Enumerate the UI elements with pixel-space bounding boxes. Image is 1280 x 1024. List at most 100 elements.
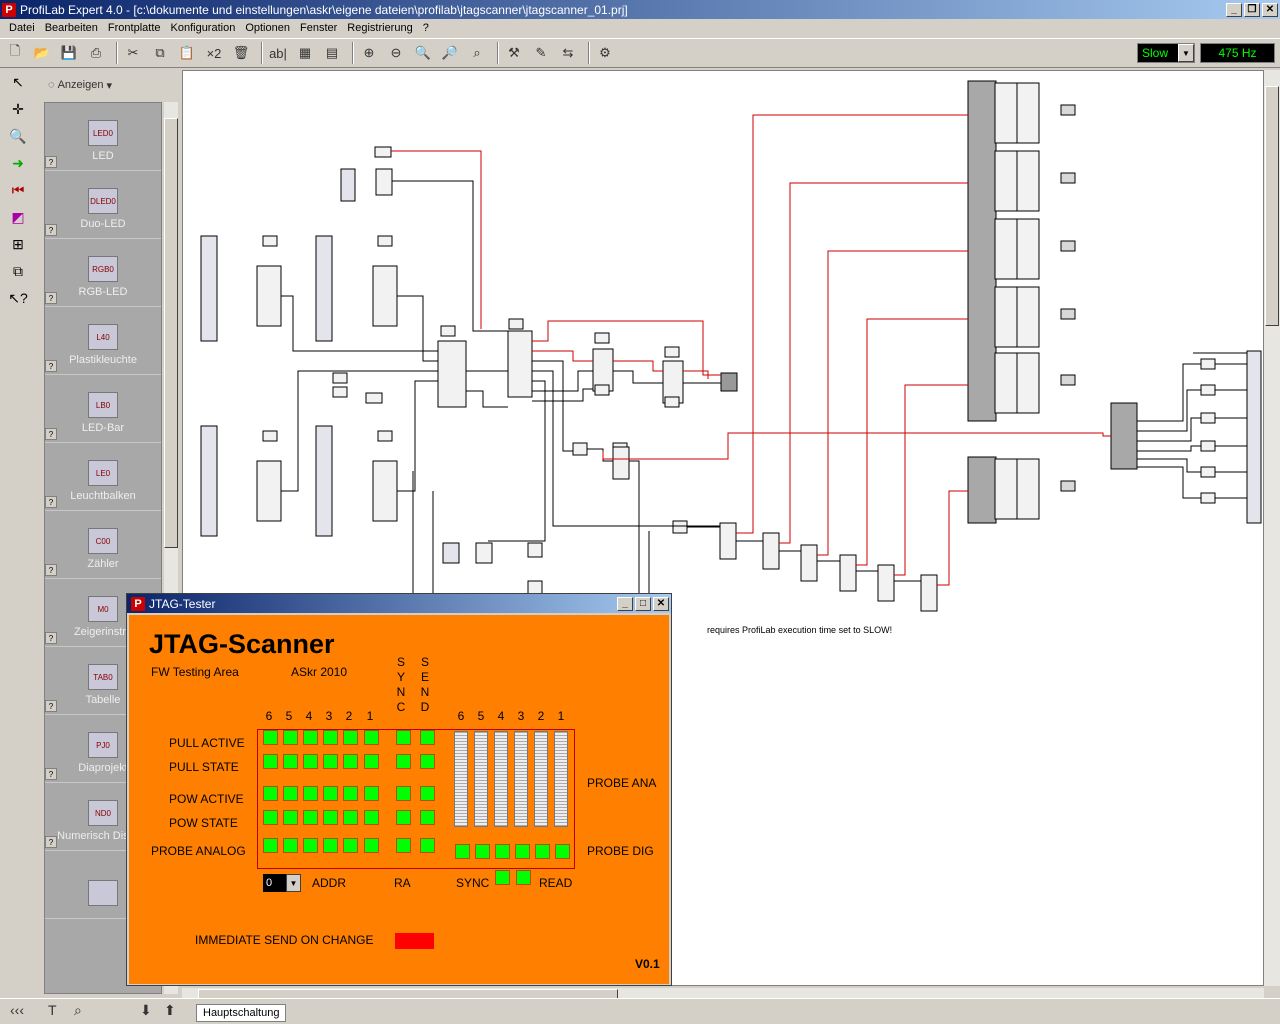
help-pointer-icon[interactable]: ↖?	[8, 289, 28, 306]
cut-icon[interactable]: ✂	[127, 45, 139, 60]
zoom-fit-icon[interactable]: 🔍	[414, 45, 432, 60]
delete-icon[interactable]: 🗑	[232, 45, 250, 60]
tab-hauptschaltung[interactable]: Hauptschaltung	[196, 1004, 287, 1022]
status-led-r2-c3	[303, 754, 318, 769]
vertical-scroll-thumb[interactable]	[1265, 86, 1279, 326]
new-file-icon[interactable]: 🗋	[9, 43, 21, 58]
menu-help[interactable]: ?	[422, 22, 429, 34]
pointer-icon[interactable]: ↖	[12, 73, 24, 90]
jtag-minimize-button[interactable]: _	[617, 596, 633, 611]
restore-button[interactable]: ❐	[1244, 2, 1260, 17]
help-icon[interactable]: ?	[45, 496, 57, 508]
nav-back-button[interactable]: ‹‹‹	[10, 1002, 24, 1018]
open-folder-icon[interactable]: 📂	[33, 45, 51, 60]
magnifier-icon[interactable]: 🔍	[9, 127, 27, 144]
status-led-r2-c7[interactable]	[396, 754, 411, 769]
immediate-send-toggle[interactable]	[395, 933, 434, 949]
status-led-r1-c8[interactable]	[420, 730, 435, 745]
help-icon[interactable]: ?	[45, 360, 57, 372]
jtag-close-button[interactable]: ✕	[653, 596, 669, 611]
help-icon[interactable]: ?	[45, 156, 57, 168]
jtag-heading: JTAG-Scanner	[149, 629, 335, 659]
status-led-r3-c7[interactable]	[396, 786, 411, 801]
menu-fenster[interactable]: Fenster	[299, 22, 338, 34]
frontpanel-icon[interactable]: ◩	[11, 208, 25, 225]
chevron-down-icon[interactable]: ▼	[1178, 44, 1194, 62]
speed-select[interactable]: Slow ▼	[1137, 43, 1195, 63]
status-led-r2-c8[interactable]	[420, 754, 435, 769]
gear-icon[interactable]: ⚙	[599, 45, 611, 60]
help-icon[interactable]: ?	[45, 700, 57, 712]
crosshair-icon[interactable]: ✛	[12, 100, 24, 117]
binoculars-icon[interactable]: ⌕	[74, 1002, 82, 1018]
save-icon[interactable]: 💾	[60, 45, 78, 60]
profilab-logo-icon: P	[2, 2, 16, 17]
stop-icon[interactable]: ⏮	[11, 181, 25, 198]
library-header[interactable]: ◌ Anzeigen ▾	[42, 70, 178, 100]
zoom-reset-icon[interactable]: ⌕	[473, 45, 481, 60]
help-icon[interactable]: ?	[45, 632, 57, 644]
menu-datei[interactable]: Datei	[9, 22, 35, 34]
read-led[interactable]	[516, 870, 531, 885]
zoom-out-icon[interactable]: ⊖	[390, 45, 402, 60]
help-icon[interactable]: ?	[45, 836, 57, 848]
windows-icon[interactable]: ⧉	[13, 262, 23, 279]
move-down-icon[interactable]: ⬇	[140, 1002, 152, 1018]
menu-registrierung[interactable]: Registrierung	[347, 22, 413, 34]
vertical-scrollbar[interactable]	[1264, 70, 1280, 986]
move-up-icon[interactable]: ⬆	[164, 1002, 176, 1018]
zoom-area-icon[interactable]: 🔎	[441, 45, 459, 60]
print-icon[interactable]: ⎙	[90, 45, 102, 60]
right-col-2: 2	[537, 709, 545, 723]
close-button[interactable]: ✕	[1262, 2, 1278, 17]
library-scroll-thumb[interactable]	[164, 118, 178, 548]
help-icon[interactable]: ?	[45, 564, 57, 576]
page-icon[interactable]: ▤	[325, 45, 339, 60]
library-item-seven-seg[interactable]	[45, 851, 161, 919]
menu-konfiguration[interactable]: Konfiguration	[170, 22, 236, 34]
status-led-r5-c8[interactable]	[420, 838, 435, 853]
run-arrow-icon[interactable]: ➜	[12, 154, 24, 171]
status-led-r1-c3	[303, 730, 318, 745]
help-icon[interactable]: ?	[45, 292, 57, 304]
connect-icon[interactable]: ⇆	[562, 45, 574, 60]
status-led-r2-c5	[343, 754, 358, 769]
minimize-button[interactable]: _	[1226, 2, 1242, 17]
status-led-r4-c8[interactable]	[420, 810, 435, 825]
component-icon[interactable]: ⊞	[12, 235, 24, 252]
help-icon[interactable]: ?	[45, 428, 57, 440]
copy-icon[interactable]: ⧉	[155, 45, 165, 60]
probe-icon[interactable]: ✎	[535, 45, 547, 60]
addr-select[interactable]: 0 ▼	[263, 874, 301, 892]
help-icon[interactable]: ?	[45, 224, 57, 236]
grid-icon[interactable]: ▦	[298, 45, 312, 60]
menu-bearbeiten[interactable]: Bearbeiten	[44, 22, 98, 34]
paste-icon[interactable]: 📋	[178, 45, 196, 60]
jtag-maximize-button[interactable]: □	[635, 596, 651, 611]
menu-frontplatte[interactable]: Frontplatte	[107, 22, 161, 34]
status-led-r3-c8[interactable]	[420, 786, 435, 801]
text-icon[interactable]: T	[48, 1002, 57, 1018]
menu-optionen[interactable]: Optionen	[245, 22, 290, 34]
sync-led[interactable]	[495, 870, 510, 885]
status-led-r1-c7[interactable]	[396, 730, 411, 745]
help-icon[interactable]: ?	[45, 768, 57, 780]
chevron-down-icon[interactable]: ▼	[286, 874, 301, 892]
zoom-in-icon[interactable]: ⊕	[363, 45, 375, 60]
status-led-r5-c7[interactable]	[396, 838, 411, 853]
text-tool-button[interactable]: ab|	[269, 45, 287, 61]
status-led-r4-c7[interactable]	[396, 810, 411, 825]
duplicate-button[interactable]: ×2	[206, 45, 222, 61]
tools-icon[interactable]: ⚒	[508, 45, 520, 60]
